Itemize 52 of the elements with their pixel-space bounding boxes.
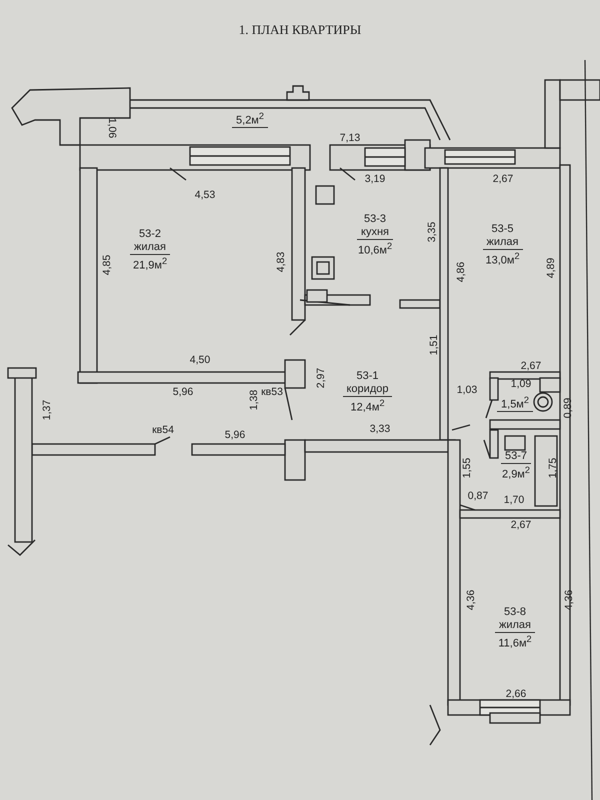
dimension-label: 4,89 bbox=[545, 258, 557, 278]
room-label: коридор bbox=[342, 383, 392, 398]
dimension-label: 2,67 bbox=[492, 173, 514, 185]
room-label: 53-8 bbox=[502, 606, 528, 619]
dimension-label: 4,83 bbox=[275, 252, 287, 272]
dimension-label: 3,33 bbox=[370, 423, 390, 435]
room-label: 53-1 bbox=[355, 370, 380, 384]
room-label: 53-5 bbox=[490, 222, 515, 236]
room-label: 1,5м$^{2}$ bbox=[497, 394, 533, 412]
dimension-label: 2,97 bbox=[315, 368, 327, 388]
room-label: 53-7 bbox=[500, 450, 532, 464]
room-label: жилая bbox=[495, 618, 535, 633]
room-label: кухня bbox=[357, 226, 393, 240]
dimension-label: 1,51 bbox=[428, 334, 440, 356]
plan-title: 1. ПЛАН КВАРТИРЫ bbox=[238, 22, 362, 38]
dimension-label: 1,38 bbox=[248, 390, 260, 410]
dimension-label: 7,13 bbox=[340, 132, 360, 144]
room-label: 11,6м$^{2}$ bbox=[497, 632, 533, 650]
dimension-label: 5,96 bbox=[224, 429, 246, 441]
dimension-label: 1,70 bbox=[504, 494, 524, 506]
room-label: жилая bbox=[482, 236, 522, 250]
room-label: 10,6м$^{2}$ bbox=[356, 240, 394, 258]
dimension-label: 4,36 bbox=[563, 590, 575, 610]
dimension-label: 4,50 bbox=[190, 354, 210, 366]
dimension-label: 1,55 bbox=[461, 458, 473, 478]
dimension-label: 1,37 bbox=[41, 400, 53, 420]
dimension-label: 3,35 bbox=[426, 222, 438, 242]
room-label: 12,4м$^{2}$ bbox=[349, 397, 386, 415]
room-label: 53-2 bbox=[138, 228, 162, 241]
dimension-label: 5,96 bbox=[172, 386, 194, 398]
dimension-label: 1,06 bbox=[106, 118, 118, 138]
dimension-label: 2,66 bbox=[506, 688, 526, 700]
dimension-label: 4,36 bbox=[465, 590, 477, 610]
dimension-label: 4,85 bbox=[101, 254, 113, 276]
dimension-label: 2,67 bbox=[520, 360, 542, 372]
room-label: 21,9м$^{2}$ bbox=[132, 254, 168, 272]
dimension-label: 1,03 bbox=[456, 384, 478, 396]
dimension-label: 3,19 bbox=[364, 173, 386, 185]
dimension-label: 4,86 bbox=[455, 262, 467, 282]
dimension-label: 2,67 bbox=[510, 519, 532, 531]
room-label: 2,9м$^{2}$ bbox=[501, 464, 531, 482]
room-label: жилая bbox=[130, 240, 170, 255]
dimension-label: 0,89 bbox=[562, 398, 574, 418]
dimension-label: кв54 bbox=[152, 424, 174, 436]
dimension-label: 0,87 bbox=[468, 490, 488, 502]
dimension-label: кв53 bbox=[261, 386, 283, 398]
dimension-label: 4,53 bbox=[194, 189, 216, 201]
room-label: 53-3 bbox=[362, 212, 388, 226]
dimension-label: 1,09 bbox=[510, 378, 532, 390]
room-label: 5,2м$^{2}$ bbox=[232, 110, 268, 128]
room-label: 13,0м$^{2}$ bbox=[484, 250, 521, 268]
dimension-label: 1,75 bbox=[547, 458, 559, 478]
